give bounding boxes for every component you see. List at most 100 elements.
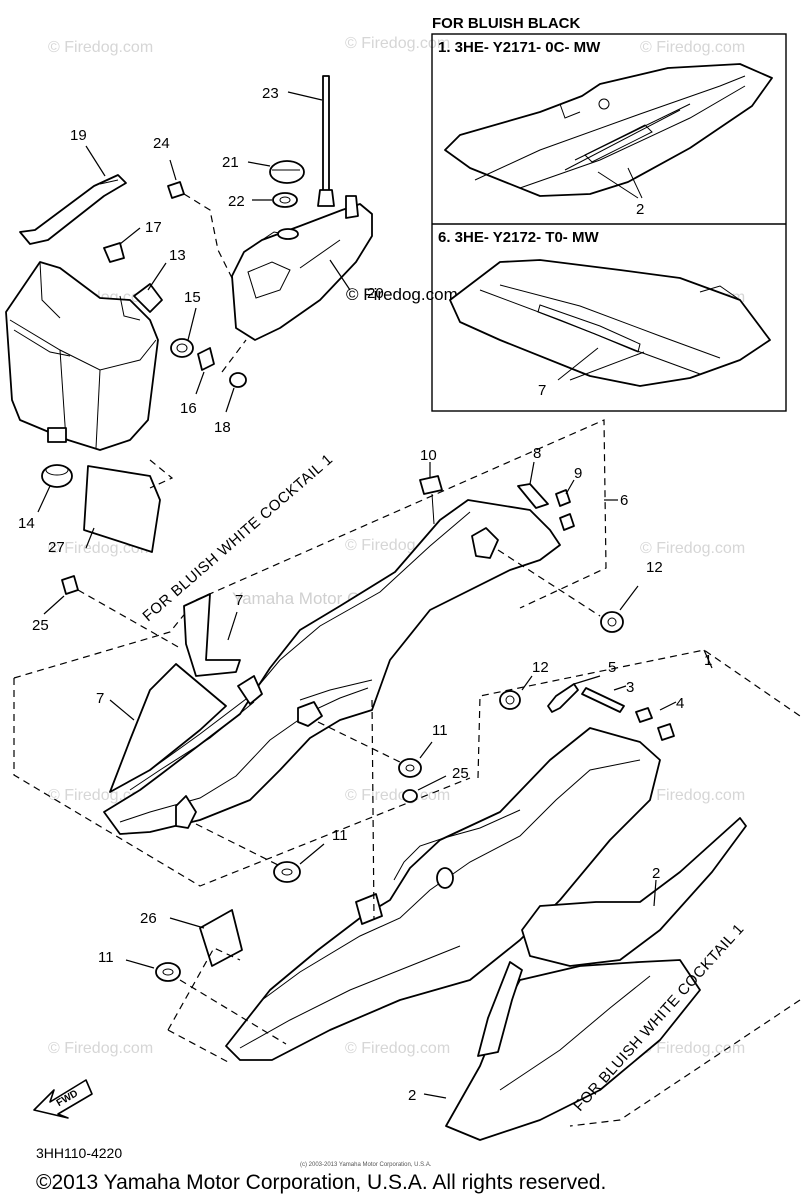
emblem-8	[517, 483, 549, 509]
callout-7-inset: 7	[538, 382, 546, 399]
callout-24: 24	[153, 135, 170, 152]
mount-bracket	[175, 795, 197, 829]
callout-18: 18	[214, 419, 231, 436]
callout-1: 1	[704, 652, 712, 669]
watermark: © Firedog.com	[640, 39, 745, 56]
battery-bracket	[133, 283, 163, 313]
clip-4	[657, 723, 675, 741]
callout-12-center: 12	[532, 659, 549, 676]
collar-16	[197, 347, 215, 371]
callout-25-upper: 25	[32, 617, 49, 634]
callout-11-lower: 11	[332, 827, 348, 844]
tank-fasteners: 15 16 18	[170, 289, 247, 436]
inset-frame	[431, 33, 787, 412]
watermark: © Firedog.com	[640, 1040, 745, 1057]
grommet-11-lower	[273, 861, 301, 883]
callout-7-lower: 7	[96, 690, 104, 707]
callout-19: 19	[70, 127, 87, 144]
bolt-18	[229, 372, 247, 388]
callout-13: 13	[169, 247, 186, 264]
trim-panel-7	[183, 593, 241, 677]
grommet-11-bottom	[155, 962, 181, 982]
fwd-arrow: FWD	[33, 1079, 93, 1119]
kit-boundary-1	[477, 649, 801, 779]
emblem-5	[547, 683, 579, 713]
watermark: © Firedog.com	[345, 787, 450, 804]
callout-27: 27	[48, 539, 65, 556]
callout-20: 20	[367, 285, 384, 302]
mount-bracket	[297, 701, 323, 727]
side-cover-illustration	[444, 63, 773, 197]
coolant-reservoir-tank	[231, 203, 373, 341]
diagram-code: 3HH110-4220	[36, 1145, 122, 1161]
watermark: © Firedog.com	[640, 787, 745, 804]
screw-25-center	[402, 789, 418, 803]
side-cover-illustration	[449, 259, 771, 387]
breather-hose	[322, 75, 330, 197]
battery-case	[5, 261, 159, 451]
reservoir-cap	[269, 160, 305, 184]
callout-8: 8	[533, 445, 541, 462]
callout-12-right: 12	[646, 559, 663, 576]
bolt-24	[167, 181, 185, 199]
grommet-15	[170, 338, 194, 358]
clip-4	[635, 707, 653, 723]
battery-terminal	[47, 427, 67, 443]
bluish-black-inset: FOR BLUISH BLACK 1. 3HE- Y2171- 0C- MW 6…	[431, 15, 787, 412]
watermark: © Firedog.com	[345, 1040, 450, 1057]
callout-2-upper: 2	[652, 865, 660, 882]
mount-bracket	[471, 527, 499, 559]
gasket-22	[272, 192, 298, 208]
tiny-credit: (c) 2003-2013 Yamaha Motor Corporation, …	[300, 1162, 432, 1168]
inset-part-number-6: 6. 3HE- Y2172- T0- MW	[438, 229, 599, 246]
screw-25	[61, 575, 79, 595]
callout-17: 17	[145, 219, 162, 236]
left-side-cover-main	[103, 499, 561, 835]
callout-15: 15	[184, 289, 201, 306]
caution-label-26	[199, 909, 243, 967]
callout-2-inset: 2	[636, 201, 644, 218]
grommet-11	[398, 758, 422, 778]
callout-11-bottom: 11	[98, 949, 114, 966]
mount-bracket	[237, 675, 263, 705]
damper-10	[419, 475, 443, 495]
clip-9	[559, 513, 575, 531]
callout-10: 10	[420, 447, 437, 464]
callout-2-lower: 2	[408, 1087, 416, 1104]
battery-assembly: 19 17 13 14 27	[5, 127, 186, 556]
callout-6: 6	[620, 492, 628, 509]
callout-14: 14	[18, 515, 35, 532]
grommet-12-center	[499, 690, 521, 710]
callout-22: 22	[228, 193, 245, 210]
battery-band	[19, 174, 127, 245]
emblem-3	[581, 687, 625, 713]
clip-9	[555, 489, 571, 507]
reservoir-assembly: 23 21 22 24 20	[153, 75, 384, 341]
grommet-12	[600, 611, 624, 633]
watermark: © Firedog.com	[345, 35, 450, 52]
callout-16: 16	[180, 400, 197, 417]
callout-5: 5	[608, 659, 616, 676]
callout-25-center: 25	[452, 765, 469, 782]
callout-9: 9	[574, 465, 582, 482]
callout-21: 21	[222, 154, 239, 171]
callout-11-upper: 11	[432, 722, 448, 739]
inset-part-number-1: 1. 3HE- Y2171- 0C- MW	[438, 39, 601, 56]
kit-boundary-6	[13, 419, 607, 679]
watermark: © Firedog.com	[48, 1040, 153, 1057]
watermark: © Firedog.com	[48, 39, 153, 56]
callout-23: 23	[262, 85, 279, 102]
trim-panel-7	[109, 663, 227, 793]
callout-3: 3	[626, 679, 634, 696]
copyright-notice: ©2013 Yamaha Motor Corporation, U.S.A. A…	[36, 1171, 606, 1194]
side-cover-stripe	[521, 817, 747, 967]
watermark: © Firedog.com	[640, 540, 745, 557]
watermark-overlay: © Firedog.com	[346, 285, 458, 304]
callout-26: 26	[140, 910, 157, 927]
battery-clip	[103, 242, 125, 263]
kit-boundary-lower	[167, 947, 241, 1031]
callout-7-upper: 7	[235, 592, 243, 609]
callout-4: 4	[676, 695, 684, 712]
battery-cover-plate	[83, 465, 161, 553]
